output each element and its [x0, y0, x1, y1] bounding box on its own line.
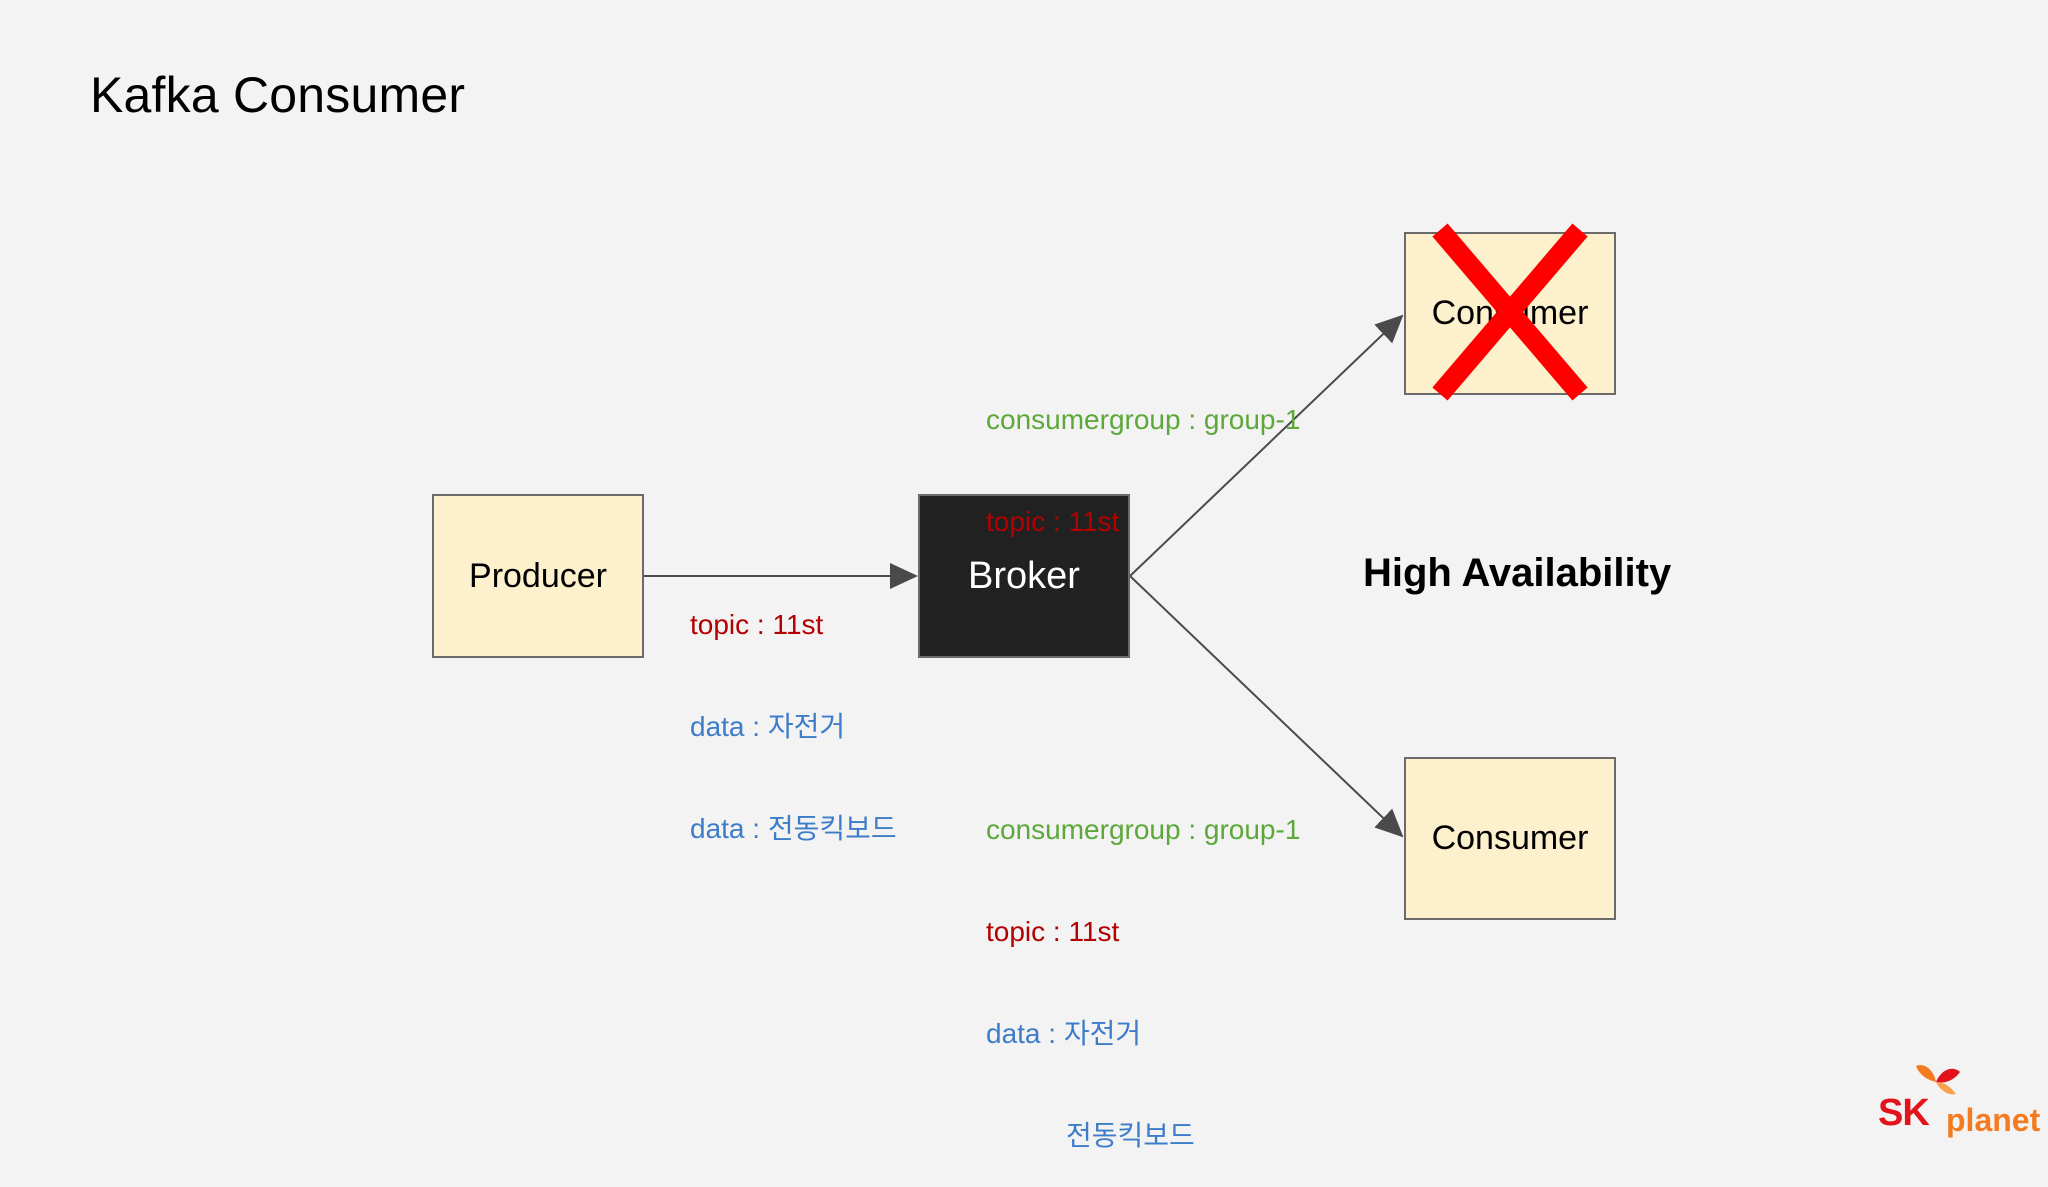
bottom-edge-topic: topic : 11st — [986, 916, 1120, 947]
producer-edge-topic: topic : 11st — [690, 609, 824, 640]
consumer-top-label: Consumer — [1431, 294, 1589, 332]
producer-edge-label: topic : 11st data : 자전거 data : 전동킥보드 — [690, 540, 897, 880]
producer-edge-data-1: data : 자전거 — [690, 711, 846, 742]
logo-planet-text: planet — [1946, 1102, 2041, 1138]
top-edge-topic: topic : 11st — [986, 506, 1120, 537]
top-edge-label: consumergroup : group-1 topic : 11st — [986, 335, 1300, 573]
top-edge-consumergroup: consumergroup : group-1 — [986, 404, 1301, 435]
broker-node: Broker — [918, 494, 1130, 658]
butterfly-logo-icon — [1916, 1064, 1960, 1095]
high-availability-label: High Availability — [1363, 551, 1672, 595]
bottom-edge-data-1: data : 자전거 — [986, 1018, 1142, 1049]
broker-label: Broker — [968, 554, 1080, 597]
consumer-bottom-node: Consumer — [1404, 757, 1616, 920]
producer-label: Producer — [469, 556, 607, 595]
bottom-edge-label: consumergroup : group-1 topic : 11st dat… — [986, 745, 1300, 1187]
slide-title: Kafka Consumer — [90, 67, 466, 123]
bottom-edge-consumergroup: consumergroup : group-1 — [986, 814, 1301, 845]
consumer-top-node: Consumer — [1404, 232, 1616, 395]
producer-edge-data-2: data : 전동킥보드 — [690, 813, 897, 844]
logo-sk-text: SK — [1878, 1092, 1930, 1134]
consumer-bottom-label: Consumer — [1431, 819, 1589, 857]
sk-planet-logo: SK planet — [1874, 1060, 2040, 1138]
bottom-edge-data-2: 전동킥보드 — [1066, 1120, 1195, 1151]
producer-node: Producer — [432, 494, 644, 658]
